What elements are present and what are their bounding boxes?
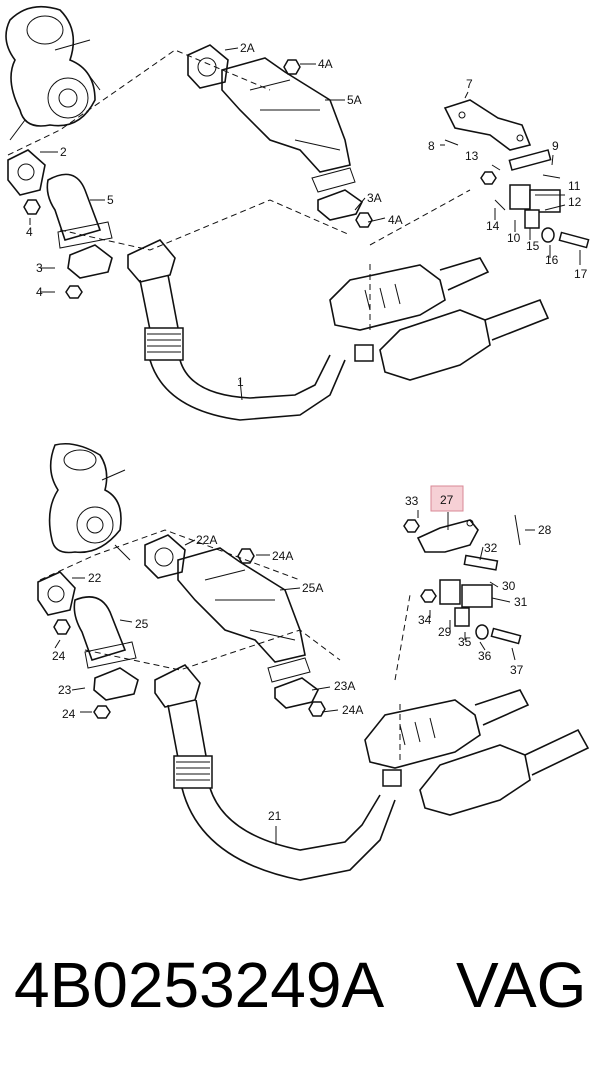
bracket-assembly-bottom (403, 485, 522, 645)
gasket-23a (274, 677, 320, 709)
twin-converters-bottom (364, 689, 590, 816)
label-32: 32 (484, 541, 498, 555)
nut-24a-lower (308, 701, 326, 717)
label-22: 22 (88, 571, 102, 585)
label-15: 15 (526, 239, 540, 253)
elbow-pipe-25 (73, 596, 137, 669)
nut-34 (420, 589, 437, 603)
turbocharger-top (5, 5, 101, 141)
label-3: 3 (36, 261, 43, 275)
gasket-22a (144, 534, 186, 579)
label-25: 25 (135, 617, 149, 631)
turbocharger-bottom (48, 442, 131, 561)
label-5a: 5A (347, 93, 362, 107)
nut-4a-top (283, 59, 301, 75)
label-3a: 3A (367, 191, 382, 205)
nut-24a-top (237, 548, 255, 564)
nut-24a (53, 619, 71, 635)
label-17: 17 (574, 267, 588, 281)
label-4a: 4A (318, 57, 333, 71)
label-34: 34 (418, 613, 432, 627)
label-36: 36 (478, 649, 492, 663)
label-23: 23 (58, 683, 72, 697)
gasket-22 (37, 571, 76, 616)
label-14: 14 (486, 219, 500, 233)
label-12: 12 (568, 195, 582, 209)
exhaust-parts-diagram: 2A 4A 5A 2 5 4 3 4 7 8 9 13 11 12 14 10 … (5, 5, 590, 881)
label-4: 4 (26, 225, 33, 239)
nut-33 (403, 519, 420, 533)
label-31: 31 (514, 595, 528, 609)
bottom-assembly (37, 442, 590, 881)
label-25a: 25A (302, 581, 323, 595)
label-33: 33 (405, 494, 419, 508)
label-24a: 24A (272, 549, 293, 563)
part-number: 4B0253249A (14, 949, 385, 1021)
label-13: 13 (465, 149, 479, 163)
label-24: 24 (52, 649, 66, 663)
label-4a-lower: 4A (388, 213, 403, 227)
top-assembly (5, 5, 590, 421)
top-labels: 2A 4A 5A 2 5 4 3 4 7 8 9 13 11 12 14 10 … (26, 41, 588, 389)
label-21: 21 (268, 809, 282, 823)
nut-4a-lower (355, 212, 373, 228)
downpipe-21 (154, 664, 396, 881)
bottom-labels: 22A 24A 25A 22 25 24 23 24 33 27 28 32 3… (52, 493, 552, 823)
label-24-lower: 24 (62, 707, 76, 721)
brand-label: VAG (456, 949, 587, 1021)
gasket-3 (67, 244, 113, 279)
label-4-lower: 4 (36, 285, 43, 299)
label-35: 35 (458, 635, 472, 649)
twin-converters-top (329, 257, 550, 381)
label-22a: 22A (196, 533, 217, 547)
label-37: 37 (510, 663, 524, 677)
label-8: 8 (428, 139, 435, 153)
label-28: 28 (538, 523, 552, 537)
label-10: 10 (507, 231, 521, 245)
label-11: 11 (568, 179, 581, 193)
label-29: 29 (438, 625, 452, 639)
label-23a: 23A (334, 679, 355, 693)
label-24a-lower: 24A (342, 703, 363, 717)
elbow-pipe-5 (46, 173, 113, 249)
label-9: 9 (552, 139, 559, 153)
catalytic-converter-5a (221, 57, 356, 193)
downpipe-1 (127, 239, 346, 421)
label-16: 16 (545, 253, 559, 267)
bracket-assembly-top (443, 99, 590, 249)
gasket-2 (7, 149, 46, 196)
nut-4b (65, 285, 83, 299)
label-1: 1 (237, 375, 244, 389)
label-2a: 2A (240, 41, 255, 55)
nut-13 (480, 171, 497, 185)
label-30: 30 (502, 579, 516, 593)
nut-4a (23, 199, 41, 215)
highlight-box-27 (430, 485, 464, 512)
label-7: 7 (466, 77, 473, 91)
catalytic-converter-25a (177, 547, 311, 683)
label-5: 5 (107, 193, 114, 207)
nut-24b (93, 705, 111, 719)
gasket-23 (93, 667, 139, 701)
label-2: 2 (60, 145, 67, 159)
gasket-3a (317, 189, 364, 221)
label-27: 27 (440, 493, 454, 507)
